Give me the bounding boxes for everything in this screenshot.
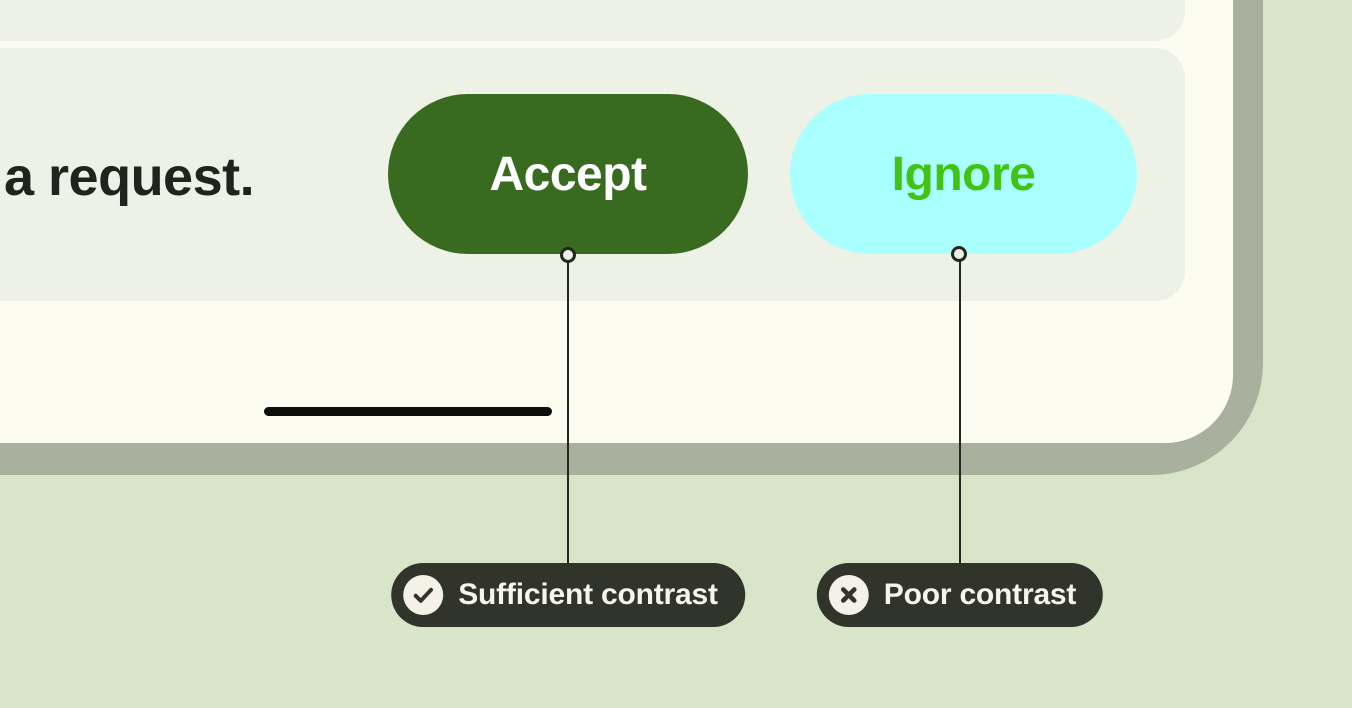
- check-icon: [403, 575, 444, 615]
- callout-line-ignore: [958, 261, 961, 568]
- accept-button[interactable]: Accept: [388, 94, 748, 254]
- poor-contrast-callout: Poor contrast: [816, 563, 1104, 627]
- notification-card-top: [0, 0, 1185, 41]
- callout-anchor-dot-accept: [560, 247, 576, 263]
- poor-contrast-label: Poor contrast: [883, 578, 1077, 611]
- sufficient-contrast-callout: Sufficient contrast: [391, 563, 745, 627]
- sufficient-contrast-label: Sufficient contrast: [458, 578, 718, 611]
- callout-anchor-dot-ignore: [951, 246, 967, 262]
- notification-message-text: a request.: [4, 147, 255, 207]
- callout-line-accept: [566, 262, 570, 568]
- home-indicator-bar: [264, 407, 552, 416]
- ignore-button[interactable]: Ignore: [790, 94, 1137, 254]
- x-icon: [828, 575, 869, 615]
